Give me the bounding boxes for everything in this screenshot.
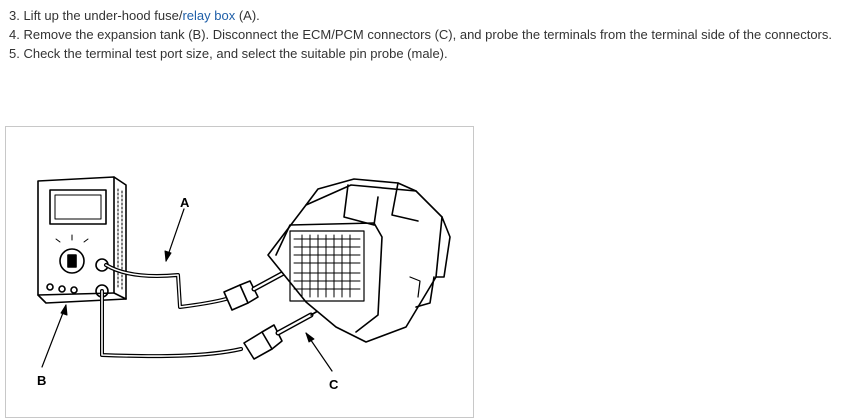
step-3: 3. Lift up the under-hood fuse/relay box…	[6, 6, 836, 25]
diagram-figure: A B C	[5, 126, 474, 418]
callout-a: A	[180, 195, 190, 210]
step-3-text-end: (A).	[235, 8, 260, 23]
step-5-text: 5. Check the terminal test port size, an…	[9, 46, 448, 61]
step-3-text: 3. Lift up the under-hood fuse/	[9, 8, 183, 23]
callout-b: B	[37, 373, 46, 388]
multimeter-connector-illustration: A B C	[37, 176, 451, 392]
lower-probe-icon	[243, 304, 329, 360]
callout-c: C	[329, 377, 339, 392]
ecm-connector-icon	[267, 178, 451, 343]
instruction-steps: 3. Lift up the under-hood fuse/relay box…	[6, 6, 836, 63]
step-4-text: 4. Remove the expansion tank (B). Discon…	[9, 27, 832, 42]
relay-box-link[interactable]: relay box	[182, 8, 236, 23]
step-4: 4. Remove the expansion tank (B). Discon…	[6, 25, 836, 44]
step-5: 5. Check the terminal test port size, an…	[6, 44, 836, 63]
multimeter-icon	[37, 176, 127, 304]
